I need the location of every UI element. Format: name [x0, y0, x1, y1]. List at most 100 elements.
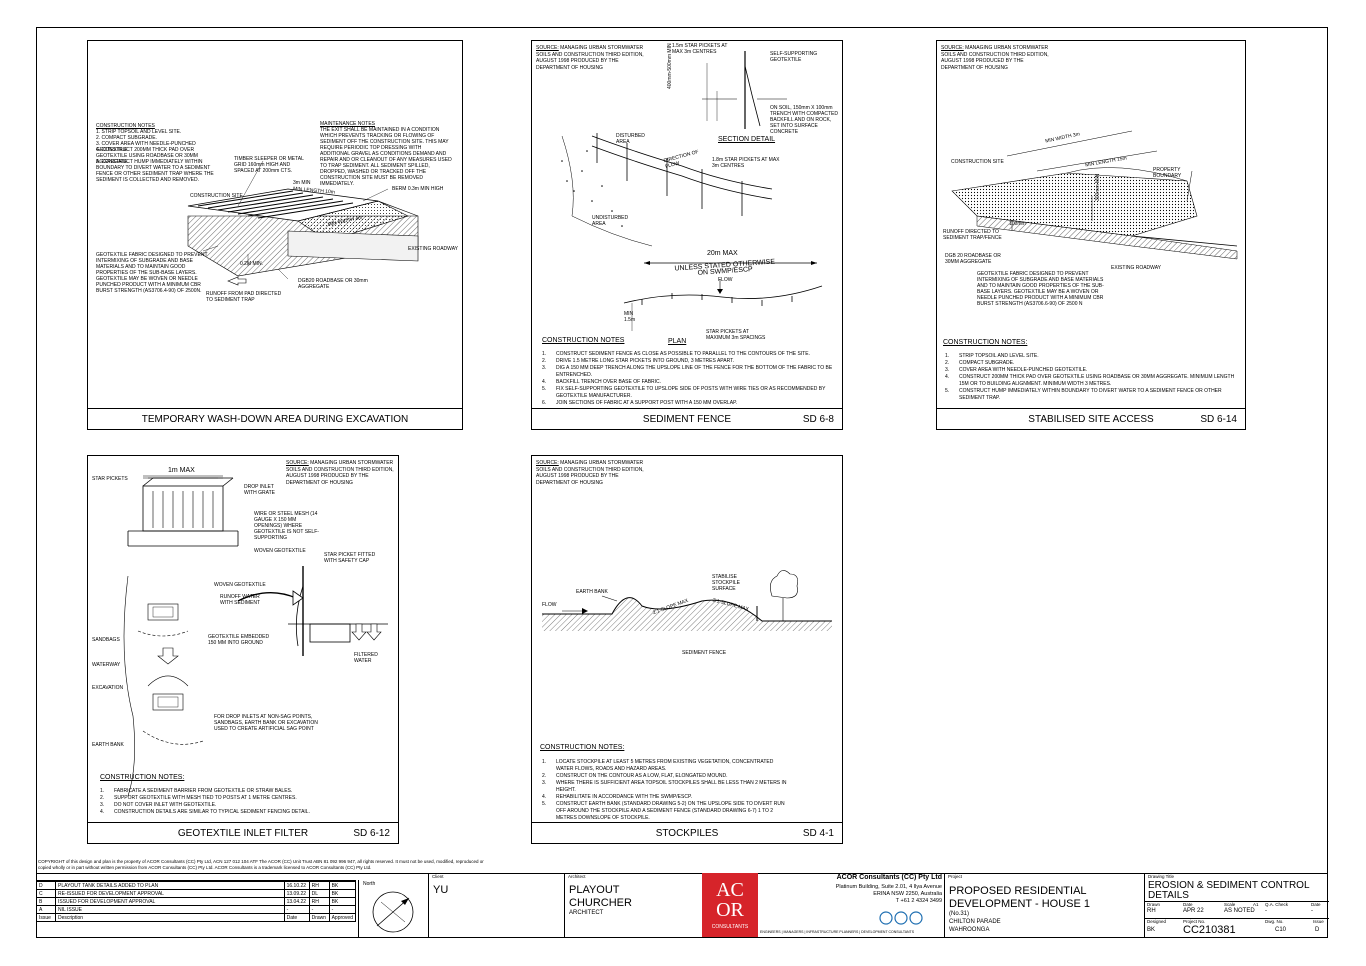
title-block-border [36, 873, 1328, 874]
stabilised-construction-site: CONSTRUCTION SITE [951, 159, 1004, 165]
washdown-berm: BERM 0.3m MIN HIGH [392, 186, 444, 192]
stabilised-dim2: 100mm [1009, 221, 1026, 227]
stabilised-cn-head: CONSTRUCTION NOTES: [943, 339, 1028, 346]
washdown-cn-3: 3. COVER AREA WITH NEEDLE-PUNCHED GEOTEX… [96, 141, 196, 153]
inlet-filter-diagram [123, 475, 388, 797]
stockpiles-diagram [542, 570, 832, 631]
inlet-filtered: FILTERED WATER [354, 652, 378, 664]
stabilised-cn-item: 3.COVER AREA WITH NEEDLE-PUNCHED GEOTEXT… [945, 367, 1088, 373]
sediment-pickets3: STAR PICKETS AT MAXIMUM 3m SPACINGS [706, 329, 766, 341]
stabilised-geotextile: GEOTEXTILE FABRIC DESIGNED TO PREVENT IN… [977, 271, 1104, 307]
inlet-woven: WOVEN GEOTEXTILE [254, 548, 306, 554]
stockpiles-cn-item: 2.CONSTRUCT ON THE CONTOUR AS A LOW, FLA… [542, 773, 728, 779]
logo-top: AC [716, 879, 744, 901]
designed-value: BK [1147, 927, 1156, 933]
inlet-cn-item: 4.CONSTRUCTION DETAILS ARE SIMILAR TO TY… [100, 809, 310, 815]
inlet-star-pickets: STAR PICKETS [92, 476, 128, 482]
sediment-trench: ON SOIL, 150mm X 100mm TRENCH WITH COMPA… [770, 105, 838, 135]
architect-line2: CHURCHER [569, 897, 632, 909]
stabilised-runoff: RUNOFF DIRECTED TO SEDIMENT TRAP/FENCE [943, 229, 1002, 241]
inlet-excavation: EXCAVATION [92, 685, 124, 691]
stockpiles-cn-item: 3.WHERE THERE IS SUFFICIENT AREA TOPSOIL… [542, 780, 787, 793]
date2-value: - [1311, 908, 1313, 914]
project-no-label: Project No. [1183, 919, 1206, 924]
sediment-title-bar: SEDIMENT FENCE SD 6-8 [532, 408, 842, 429]
stabilised-title-bar: STABILISED SITE ACCESS SD 6-14 [937, 408, 1245, 429]
architect-label: Architect [568, 874, 586, 879]
inlet-woven2: WOVEN GEOTEXTILE [214, 582, 266, 588]
washdown-cn-5: 5. CONSTRUCT HUMP IMMEDIATELY WITHIN BOU… [96, 159, 214, 183]
sediment-geotextile: SELF-SUPPORTING GEOTEXTILE [770, 51, 818, 63]
inlet-cn-item: 2.SUPPORT GEOTEXTILE WITH MESH TIED TO P… [100, 795, 297, 801]
inlet-earth-bank: EARTH BANK [92, 742, 124, 748]
drawing-title-label: Drawing Title [1148, 874, 1175, 879]
designed-label: Designed [1147, 919, 1167, 924]
sediment-dim: 400mm-500mm MIN [667, 43, 673, 89]
drawn-value: RH [1147, 908, 1156, 914]
qa-label: Q.A. Check [1265, 902, 1289, 907]
panel-washdown: MIN LENGTH 10m MIN WIDTH 4m 3m MIN CONST… [87, 40, 463, 430]
inlet-drop-note: FOR DROP INLETS AT NON-SAG POINTS, SANDB… [214, 714, 318, 732]
project-box: Project PROPOSED RESIDENTIAL DEVELOPMENT… [944, 873, 1145, 938]
washdown-cn-1: 1. STRIP TOPSOIL AND LEVEL SITE. [96, 129, 182, 135]
stabilised-property: PROPERTY BOUNDARY [1153, 167, 1182, 179]
north-arrow-box: North [358, 880, 427, 938]
sediment-pickets: 1.5m STAR PICKETS AT MAX 3m CENTRES [672, 43, 728, 55]
washdown-depth: 0.2M MIN. [240, 261, 264, 267]
stabilised-cn-item: 1.STRIP TOPSOIL AND LEVEL SITE. [945, 353, 1039, 359]
stockpiles-cn-item: 5.CONSTRUCT EARTH BANK (STANDARD DRAWING… [542, 801, 785, 821]
inlet-title-bar: GEOTEXTILE INLET FILTER SD 6-12 [88, 822, 398, 843]
inlet-waterway: WATERWAY [92, 662, 121, 668]
project-line2: DEVELOPMENT - HOUSE 1 [949, 898, 1090, 910]
sediment-disturbed: DISTURBED AREA [616, 133, 645, 145]
dwg-no-label: Dwg. No. [1265, 919, 1284, 924]
panel-inlet-filter: SOURCE: MANAGING URBAN STORMWATER SOILS … [87, 455, 399, 844]
scale-value: AS NOTED [1224, 908, 1255, 914]
company-address2: ERINA NSW 2250, Australia [873, 891, 942, 897]
architect-line1: PLAYOUT [569, 884, 620, 896]
stabilised-existing: EXISTING ROADWAY [1111, 265, 1162, 271]
inlet-cn-item: 3.DO NOT COVER INLET WITH GEOTEXTILE. [100, 802, 217, 808]
panel-sediment-fence: SOURCE: MANAGING URBAN STORMWATER SOILS … [531, 40, 843, 430]
washdown-geotextile: GEOTEXTILE FABRIC DESIGNED TO PREVENT IN… [96, 252, 208, 294]
stockpiles-cn-item: 1.LOCATE STOCKPILE AT LEAST 5 METRES FRO… [542, 759, 774, 772]
inlet-embedded: GEOTEXTILE EMBEDDED 150 MM INTO GROUND [208, 634, 270, 646]
washdown-cn-4: 4. CONSTRUCT 200MM THICK PAD OVER GEOTEX… [96, 147, 198, 165]
stabilised-cn-list: 1.STRIP TOPSOIL AND LEVEL SITE. 2.COMPAC… [945, 353, 1235, 402]
sediment-plan: PLAN [668, 338, 687, 345]
inlet-cn-item: 1.FABRICATE A SEDIMENT BARRIER FROM GEOT… [100, 788, 293, 794]
client-name: YU [433, 884, 449, 896]
washdown-dgb: DGB20 ROADBASE OR 30mm AGGREGATE [298, 278, 368, 290]
scale-size: A1 [1253, 902, 1259, 907]
stabilised-cn-item: 2.COMPACT SUBGRADE. [945, 360, 1015, 366]
stockpiles-cn-item: 4.REHABILITATE IN ACCORDANCE WITH THE SW… [542, 794, 693, 800]
stabilised-title: STABILISED SITE ACCESS [1028, 413, 1154, 425]
inlet-mesh: WIRE OR STEEL MESH (14 GAUGE X 150 MM OP… [254, 511, 319, 541]
stabilised-cn-item: 4.CONSTRUCT 200MM THICK PAD OVER GEOTEXT… [945, 374, 1235, 387]
washdown-maint: THE EXIT SHALL BE MAINTAINED IN A CONDIT… [320, 127, 452, 187]
washdown-cn-2: 2. COMPACT SUBGRADE. [96, 135, 157, 141]
stockpiles-fence: SEDIMENT FENCE [682, 650, 727, 656]
drawing-info-box: Drawing Title EROSION & SEDIMENT CONTROL… [1144, 873, 1329, 938]
washdown-construction-site: CONSTRUCTION SITE [190, 193, 243, 199]
sediment-cn-item: 5.FIX SELF-SUPPORTING GEOTEXTILE TO UPSL… [542, 386, 826, 399]
stockpiles-stabilise: STABILISE STOCKPILE SURFACE [712, 574, 740, 592]
sediment-min15: MIN 1.5m [624, 311, 636, 323]
stockpiles-cn-head: CONSTRUCTION NOTES: [540, 744, 625, 751]
project-no-value: CC210381 [1183, 924, 1236, 936]
project-label: Project [948, 874, 963, 879]
inlet-drop-inlet: DROP INLET WITH GRATE [244, 484, 276, 496]
inlet-source: SOURCE: MANAGING URBAN STORMWATER SOILS … [286, 460, 394, 486]
sediment-flow: FLOW [718, 277, 733, 283]
architect-line3: ARCHITECT [569, 910, 604, 916]
sediment-fence-diagram [561, 51, 823, 331]
washdown-min-length: MIN LENGTH 10m [293, 186, 335, 196]
date-label: Date [1183, 902, 1193, 907]
sediment-cn-item: 1.CONSTRUCT SEDIMENT FENCE AS CLOSE AS P… [542, 351, 810, 357]
sediment-code: SD 6-8 [802, 413, 834, 425]
stockpiles-flow: FLOW [542, 602, 557, 608]
